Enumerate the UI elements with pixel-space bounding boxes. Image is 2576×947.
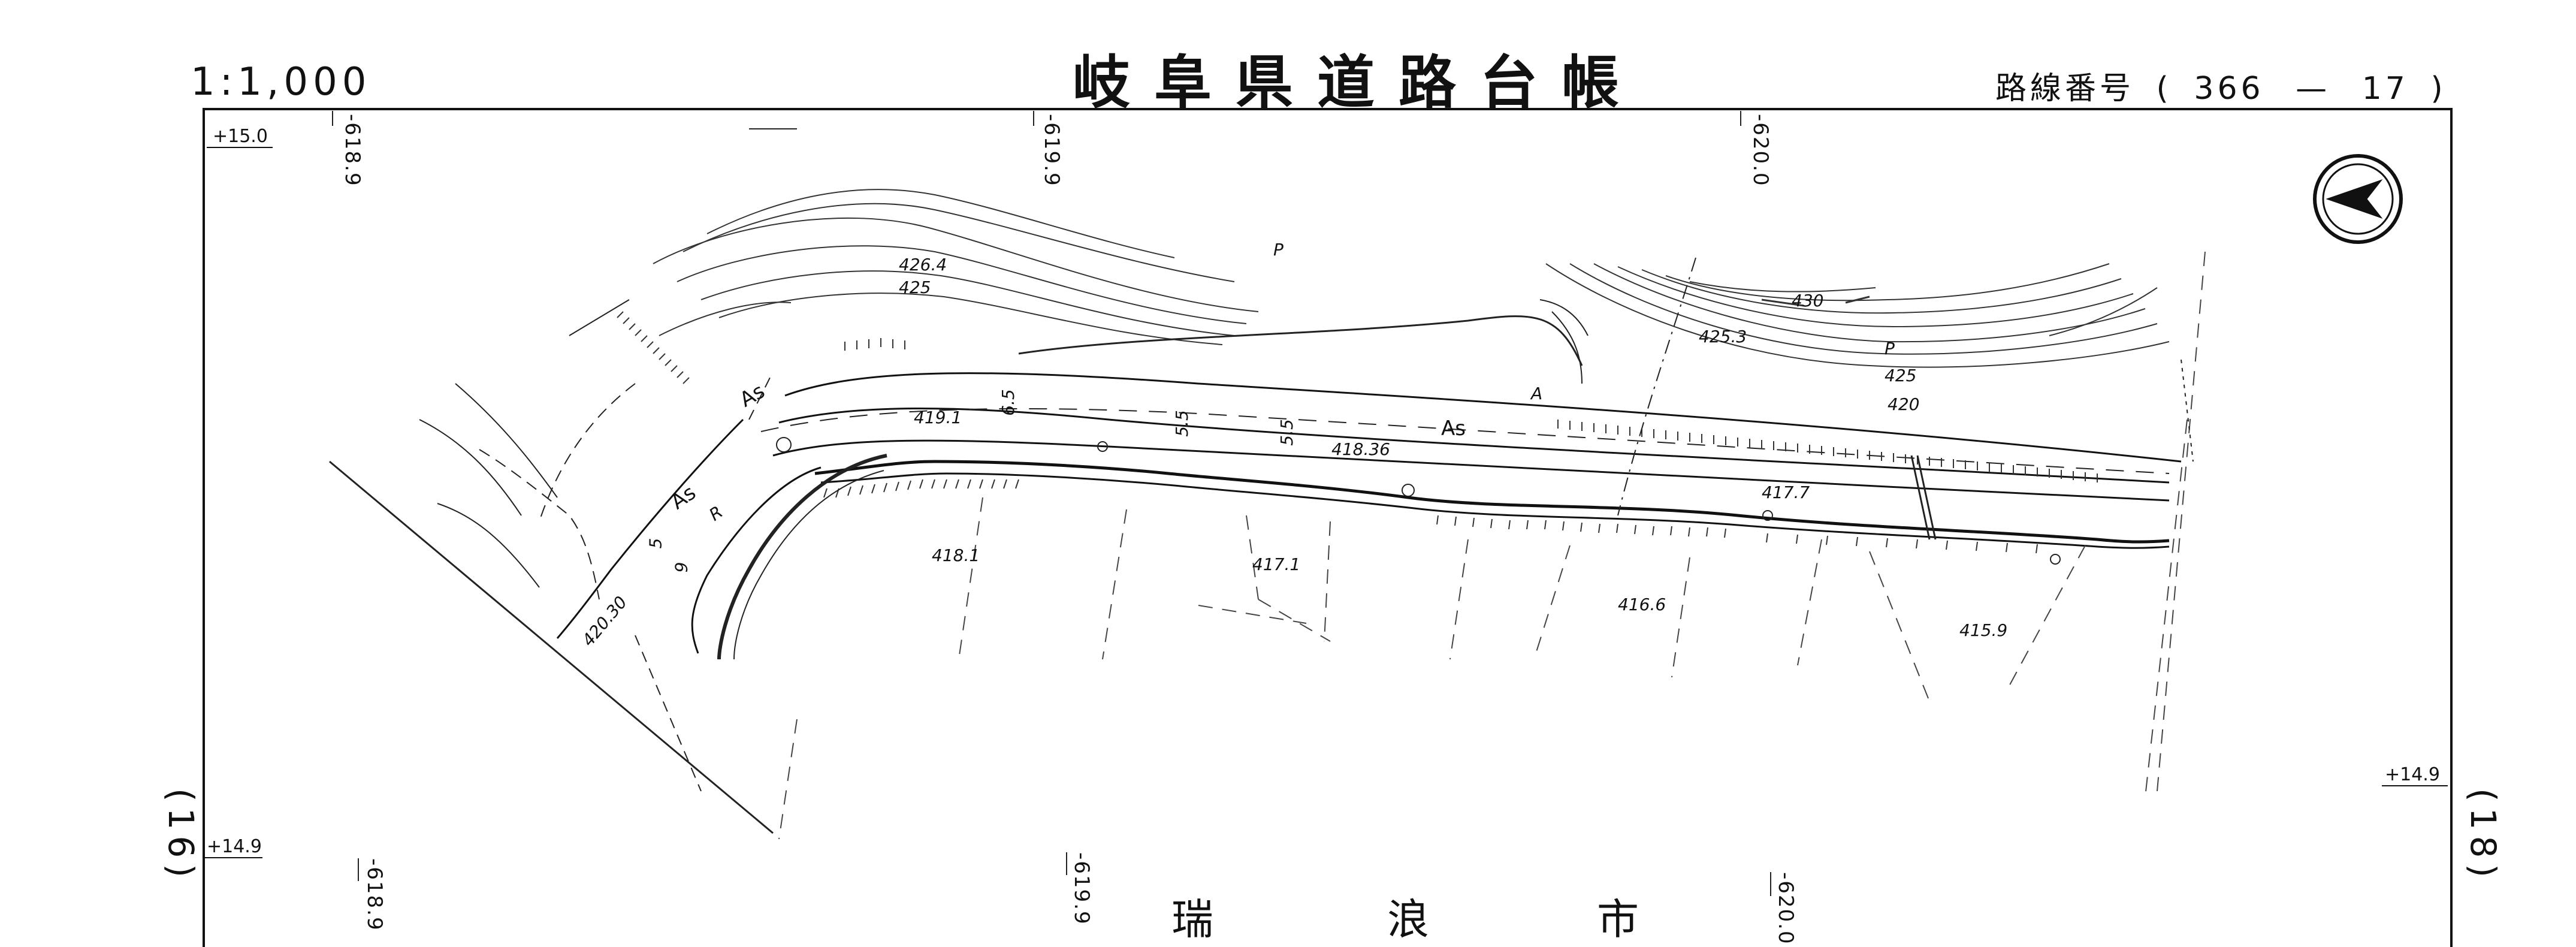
bank-line — [1018, 315, 1583, 366]
road-edges — [556, 372, 2182, 654]
route-sheet-value: 17 — [2361, 71, 2409, 107]
route-label: 路線番号 — [1995, 71, 2135, 107]
elevation-label: 418.1 — [932, 545, 980, 565]
survey-point — [1762, 510, 1773, 521]
map-frame — [203, 108, 2453, 947]
route-number: 路線番号 ( 366 — 17 ) — [1995, 63, 2455, 108]
grid-label-top-1: -618.9 — [340, 114, 364, 187]
grid-label-bottom-2: -619.9 — [1070, 852, 1094, 925]
field-boundaries — [778, 251, 2206, 840]
road-width-label: 9 — [671, 562, 691, 573]
offset-top-left-line — [207, 147, 273, 148]
offset-bottom-left-line — [203, 857, 262, 858]
elevation-label: 425.3 — [1699, 327, 1747, 346]
boundary-line — [329, 460, 774, 834]
north-arrow-icon — [2313, 154, 2403, 244]
road-width-label: 6.5 — [998, 389, 1018, 416]
map-title: 岐阜県道路台帳 — [1073, 49, 1643, 116]
city-name-char: 浪 — [1387, 895, 1429, 944]
grid-label-bottom-1: -618.9 — [363, 858, 386, 931]
elevation-label: 417.7 — [1762, 482, 1810, 502]
hatched-wall — [717, 454, 887, 660]
grid-label-top-3: -620.0 — [1748, 114, 1772, 187]
elevation-label: 415.9 — [1959, 620, 2008, 640]
route-paren-close: ) — [2430, 71, 2447, 107]
grid-label-bottom-3: -620.0 — [1774, 872, 1798, 945]
city-name-char: 瑞 — [1171, 895, 1213, 944]
offset-bottom-right: +14.9 — [2385, 764, 2440, 785]
elevation-label: 430 — [1792, 291, 1824, 310]
survey-point — [776, 437, 792, 453]
map-symbol: P — [1273, 240, 1284, 260]
route-paren-open: ( — [2156, 71, 2172, 107]
offset-top-left: +15.0 — [213, 126, 268, 147]
offset-bottom-right-line — [2382, 785, 2448, 786]
contour-lines-right — [1545, 263, 2170, 368]
adjacent-sheet-right: (18) — [2463, 788, 2503, 884]
elevation-label: 417.1 — [1252, 554, 1301, 574]
dashed-boundary — [479, 449, 600, 600]
adjacent-sheet-left: (16) — [161, 788, 201, 884]
road-width-label: 5.5 — [1171, 410, 1192, 437]
map-symbol: A — [1531, 384, 1543, 403]
elevation-label: 425 — [1885, 366, 1917, 385]
elevation-label: 426.4 — [899, 255, 947, 275]
elevation-label: 420 — [1888, 394, 1920, 414]
elevation-label: 419.1 — [914, 408, 962, 427]
map-symbol: P — [1885, 339, 1895, 358]
route-dash: — — [2296, 71, 2331, 107]
surface-label: As — [1441, 417, 1466, 441]
survey-point — [2050, 554, 2061, 565]
elevation-label: 416.6 — [1618, 595, 1666, 614]
grid-label-top-2: -619.9 — [1040, 114, 1064, 187]
map-scale: 1:1,000 — [191, 60, 372, 104]
survey-point — [1097, 441, 1108, 452]
retaining-wall-hatch — [617, 311, 2098, 554]
survey-point — [1402, 484, 1415, 497]
city-name-char: 市 — [1597, 895, 1639, 944]
utility-line — [1617, 257, 1696, 516]
road-width-label: 5.5 — [1276, 419, 1297, 446]
elevation-label: 418.36 — [1331, 439, 1390, 459]
elevation-label: 425 — [899, 278, 931, 297]
road-width-label: 5 — [645, 538, 666, 549]
route-number-value: 366 — [2194, 71, 2264, 107]
offset-bottom-left: +14.9 — [207, 836, 262, 857]
contour-lines-left — [653, 189, 1259, 345]
